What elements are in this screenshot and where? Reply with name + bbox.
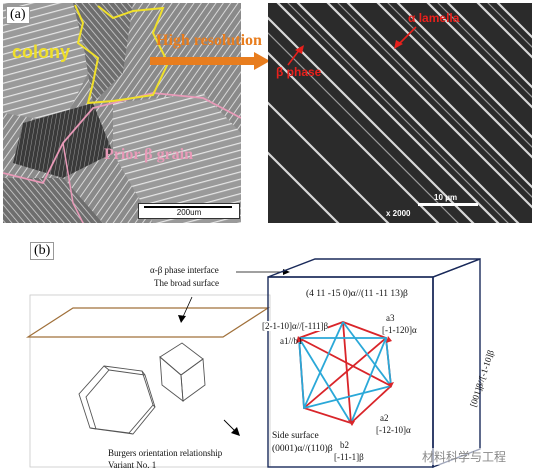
beta-phase-label: β phase xyxy=(276,65,322,79)
watermark: 材料科学与工程 xyxy=(420,448,509,465)
broad-surface-plane xyxy=(25,307,271,338)
interface-title: α-β phase interface xyxy=(150,265,219,275)
variant-label: Variant No. 1 xyxy=(108,460,157,470)
small-cube xyxy=(159,342,206,402)
prior-beta-label: Prior β grain xyxy=(104,146,194,163)
magnification-label: x 2000 xyxy=(386,209,411,218)
a2-label: a2 xyxy=(380,413,389,423)
rhombus-blue xyxy=(298,321,392,424)
burgers-label: Burgers orientation relationship xyxy=(108,448,223,458)
dir-2110-label: [2-1-10]α//[-111]β xyxy=(262,321,329,331)
scale-bar-left: 200um xyxy=(138,203,240,219)
alpha-lamella-label: α lamella xyxy=(408,11,460,25)
dir-1120-label: [-1-120]α xyxy=(382,325,417,335)
panel-a: 200um (a) colony Prior β grain High reso… xyxy=(0,0,535,225)
hex-prism xyxy=(78,365,156,435)
colony-label: colony xyxy=(12,42,71,62)
side-surface-plane-label: (0001)α//(110)β xyxy=(272,444,333,454)
high-resolution-label: High resolution xyxy=(156,32,262,49)
high-resolution-arrow xyxy=(150,52,270,70)
broad-surface-arrow xyxy=(181,296,193,320)
dir-1111-label: [-11-1]β xyxy=(334,452,364,462)
panel-b-label: (b) xyxy=(30,242,55,260)
broad-surface-title: The broad surface xyxy=(154,278,219,288)
panel-a-label: (a) xyxy=(6,6,30,24)
a1b1-label: a1//b1 xyxy=(280,336,303,346)
schematic xyxy=(25,257,481,469)
micrograph-left: 200um xyxy=(3,3,241,223)
panel-b: (b) xyxy=(0,235,535,474)
top-plane-label: (4 11 -15 0)α//(11 -11 13)β xyxy=(306,289,408,299)
scale-bar-right-label: 10 μm xyxy=(434,193,458,202)
micrograph-right: α lamella β phase 10 μm x 2000 xyxy=(268,3,532,223)
b2-label: b2 xyxy=(340,440,349,450)
a3-label: a3 xyxy=(386,313,395,323)
side-surface-label: Side surface xyxy=(272,431,319,441)
dir-1210-label: [-12-10]α xyxy=(376,425,411,435)
